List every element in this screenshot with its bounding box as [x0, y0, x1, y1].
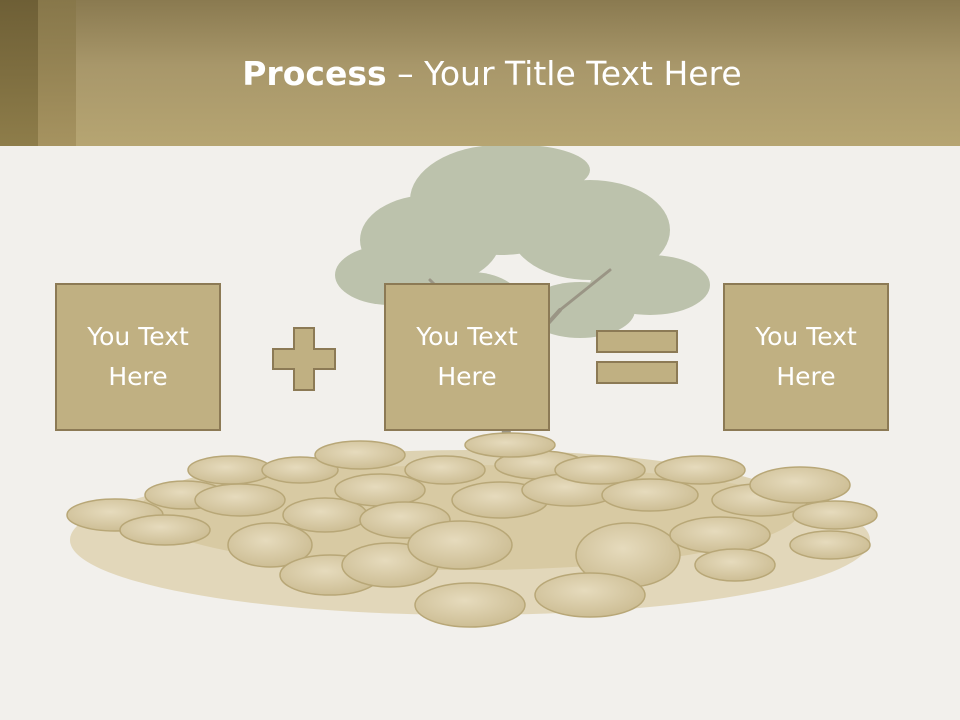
process-box-1-text: You Text Here	[87, 322, 189, 391]
tree-and-coins-image	[66, 146, 878, 628]
banner-accent-stripe	[0, 0, 38, 146]
process-box-3-text: You Text Here	[755, 322, 857, 391]
banner-accent-stripe	[38, 0, 76, 146]
process-box-3[interactable]: You Text Here	[723, 283, 889, 431]
coins	[66, 432, 878, 628]
equals-icon	[596, 330, 678, 384]
process-box-1[interactable]: You Text Here	[55, 283, 221, 431]
slide-title[interactable]: Process – Your Title Text Here	[0, 52, 960, 96]
process-box-2-text: You Text Here	[416, 322, 518, 391]
slide-title-rest: – Your Title Text Here	[386, 54, 742, 93]
tree-foliage	[335, 146, 710, 338]
title-banner	[0, 0, 960, 146]
plus-icon	[272, 327, 336, 391]
process-box-2[interactable]: You Text Here	[384, 283, 550, 431]
slide-title-bold: Process	[242, 54, 387, 93]
